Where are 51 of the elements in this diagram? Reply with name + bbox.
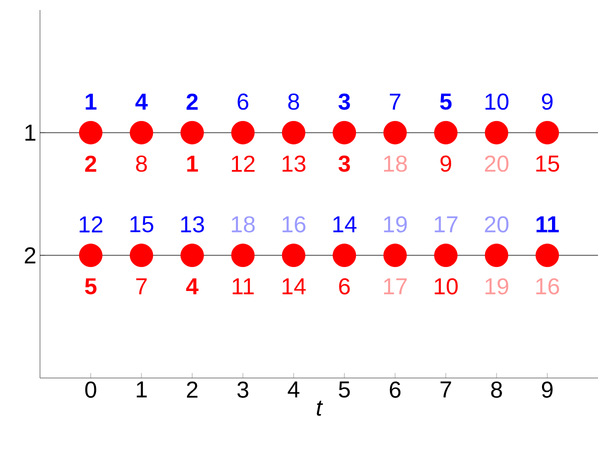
data-label: 5: [85, 278, 96, 294]
data-label: 14: [282, 278, 306, 294]
x-tick-label: 8: [491, 382, 502, 398]
data-label: 19: [384, 216, 407, 232]
x-tick-label: 0: [85, 382, 96, 398]
data-label: 3: [338, 94, 350, 110]
data-label: 3: [338, 156, 350, 172]
data-label: 6: [238, 94, 248, 110]
data-label: 2: [186, 94, 198, 110]
data-label: 16: [536, 278, 560, 294]
data-label: 1: [86, 94, 96, 110]
data-label: 10: [434, 278, 458, 294]
x-tick-label: 3: [237, 382, 248, 398]
data-label: 19: [486, 278, 508, 294]
data-label: 7: [390, 94, 400, 110]
data-label: 17: [434, 216, 458, 232]
data-label: 7: [136, 278, 147, 294]
data-label: 20: [484, 156, 508, 172]
data-label: 8: [136, 156, 147, 172]
data-label: 17: [384, 278, 407, 294]
data-label: 2: [85, 156, 96, 172]
x-tick-label: 1: [136, 382, 147, 398]
data-label: 9: [542, 94, 553, 110]
x-tick-label: 2: [186, 382, 198, 398]
data-label: 10: [486, 94, 508, 110]
data-label: 13: [181, 216, 204, 232]
data-label: 8: [288, 94, 300, 110]
x-tick-label: 9: [542, 382, 553, 398]
data-label: 13: [282, 156, 306, 172]
data-label: 4: [135, 94, 148, 110]
data-label: 14: [333, 216, 356, 232]
data-label: 9: [440, 156, 452, 172]
data-label: 5: [440, 94, 452, 110]
data-label: 1: [187, 156, 198, 172]
data-label: 4: [186, 278, 198, 294]
x-tick-label: 7: [440, 382, 452, 398]
data-label: 15: [536, 156, 560, 172]
data-label: 12: [232, 156, 255, 172]
data-label: 15: [130, 216, 154, 232]
x-tick-label: 4: [288, 382, 300, 398]
x-axis-title: t: [316, 400, 323, 416]
data-label: 6: [339, 278, 350, 294]
data-label: 18: [232, 216, 255, 232]
data-label: 11: [232, 278, 254, 294]
x-tick-label: 5: [338, 382, 350, 398]
data-label: 18: [384, 156, 407, 172]
x-tick-label: 6: [390, 382, 400, 398]
data-label: 20: [484, 216, 508, 232]
data-label: 16: [282, 216, 306, 232]
data-label: 11: [536, 216, 559, 232]
data-label: 12: [80, 216, 102, 232]
